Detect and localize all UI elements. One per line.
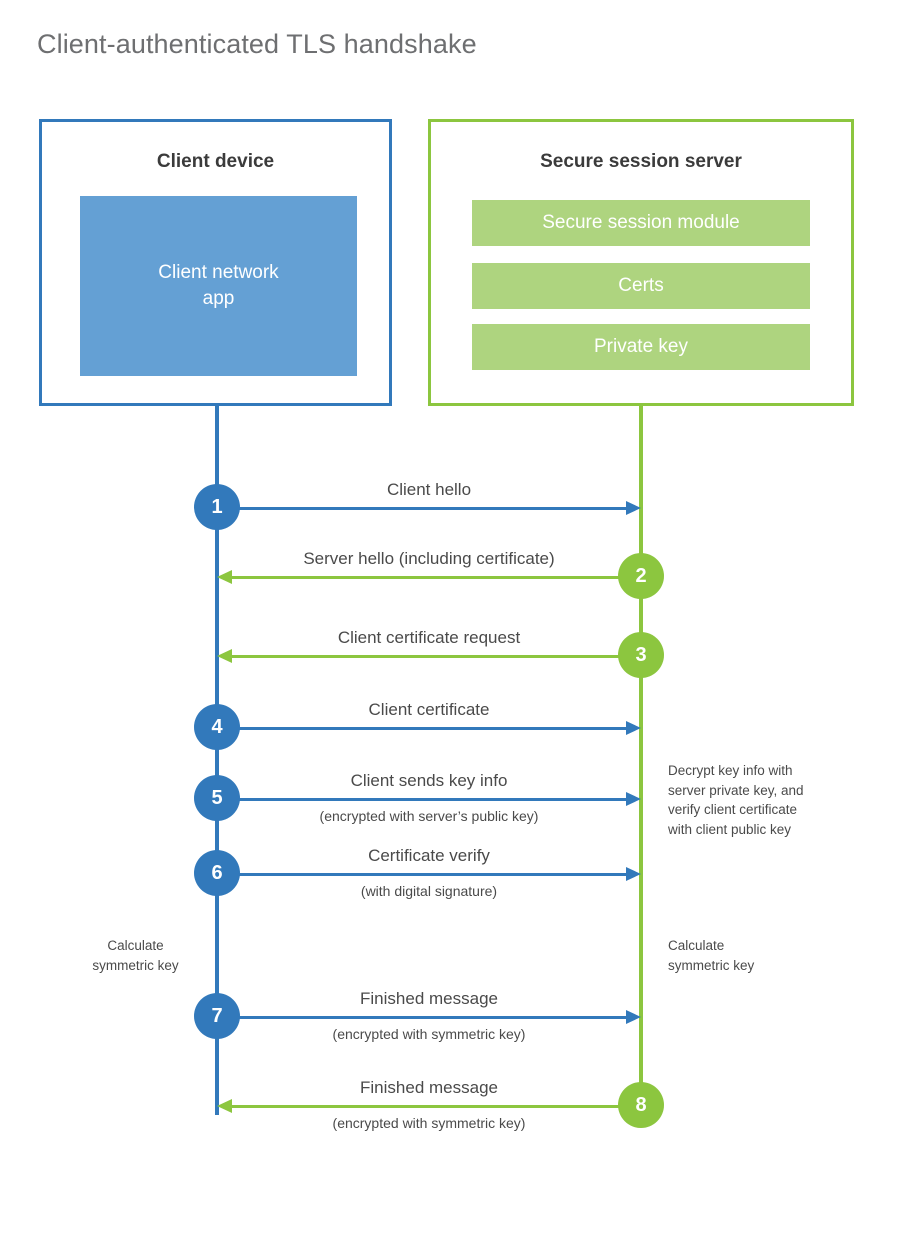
- participant-title-server: Secure session server: [540, 151, 742, 172]
- arrow-right-icon: [626, 721, 641, 735]
- message-arrow-line: [217, 507, 628, 510]
- annotation-client-calculate-symmetric-key: Calculate symmetric key: [92, 938, 179, 973]
- message-arrow-line: [217, 1016, 628, 1019]
- participant-box-server: Secure session server Secure session mod…: [428, 119, 854, 406]
- message-label: Client sends key info: [350, 771, 508, 790]
- arrow-right-icon: [626, 867, 641, 881]
- message-sublabel: (encrypted with server’s public key): [319, 808, 539, 824]
- step-circle-4[interactable]: 4: [194, 704, 240, 750]
- message-label: Client certificate: [368, 700, 490, 719]
- arrow-left-icon: [217, 570, 232, 584]
- message-arrow-line: [217, 873, 628, 876]
- message-label: Finished message: [360, 989, 498, 1008]
- message-arrow-line: [217, 798, 628, 801]
- arrow-right-icon: [626, 501, 641, 515]
- participant-title-client: Client device: [156, 151, 275, 172]
- arrow-right-icon: [626, 1010, 641, 1024]
- message-label: Client certificate request: [337, 628, 521, 647]
- message-label: Client hello: [386, 480, 472, 499]
- message-sublabel: (encrypted with symmetric key): [332, 1026, 526, 1042]
- step-circle-7[interactable]: 7: [194, 993, 240, 1039]
- arrow-left-icon: [217, 1099, 232, 1113]
- message-label: Certificate verify: [368, 846, 490, 865]
- message-sublabel: (with digital signature): [360, 883, 498, 899]
- message-arrow-line: [217, 727, 628, 730]
- arrow-right-icon: [626, 792, 641, 806]
- message-sublabel: (encrypted with symmetric key): [332, 1115, 526, 1131]
- message-label: Finished message: [360, 1078, 498, 1097]
- message-label: Server hello (including certificate): [303, 549, 555, 568]
- annotation-server-calculate-symmetric-key: Calculate symmetric key: [668, 938, 755, 973]
- step-circle-3[interactable]: 3: [618, 632, 664, 678]
- client-network-app-block: Client network app: [80, 196, 357, 376]
- participant-box-client: Client device Client network app: [39, 119, 392, 406]
- server-module-secure-session-module: Secure session module: [472, 200, 810, 246]
- message-arrow-line: [230, 576, 641, 579]
- step-circle-2[interactable]: 2: [618, 553, 664, 599]
- step-circle-8[interactable]: 8: [618, 1082, 664, 1128]
- lifeline-server: [639, 403, 643, 1106]
- arrow-left-icon: [217, 649, 232, 663]
- step-circle-6[interactable]: 6: [194, 850, 240, 896]
- step-circle-5[interactable]: 5: [194, 775, 240, 821]
- page-title: Client-authenticated TLS handshake: [37, 29, 477, 59]
- annotation-server-decrypt: Decrypt key info with server private key…: [668, 763, 804, 837]
- message-arrow-line: [230, 1105, 641, 1108]
- lifeline-client: [215, 403, 219, 1115]
- server-module-private-key: Private key: [472, 324, 810, 370]
- step-circle-1[interactable]: 1: [194, 484, 240, 530]
- message-arrow-line: [230, 655, 641, 658]
- server-module-certs: Certs: [472, 263, 810, 309]
